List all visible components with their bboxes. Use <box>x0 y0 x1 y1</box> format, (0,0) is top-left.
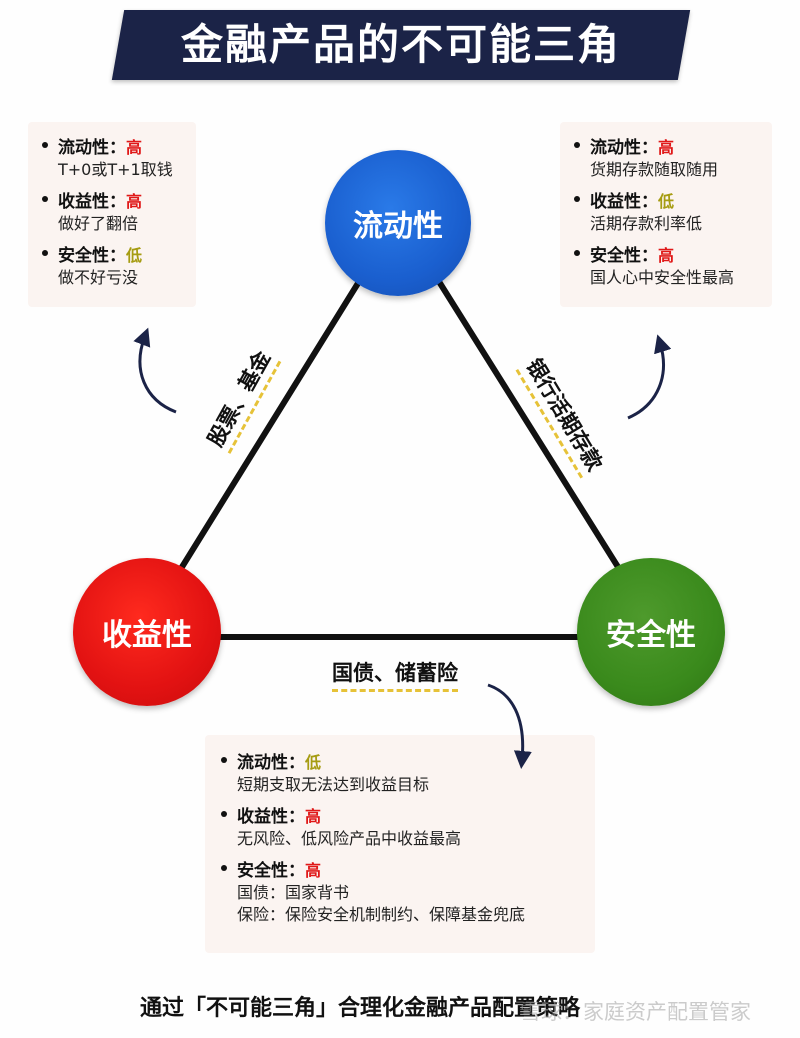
info-item: 安全性：高国人心中安全性最高 <box>572 242 762 289</box>
level-badge: 低 <box>126 246 143 265</box>
info-item: 安全性：低做不好亏没 <box>40 242 186 289</box>
level-badge: 高 <box>305 861 322 880</box>
info-description: 短期支取无法达到收益目标 <box>237 775 430 794</box>
edge-line-right <box>435 277 621 570</box>
info-list: 流动性：高货期存款随取随用收益性：低活期存款利率低安全性：高国人心中安全性最高 <box>572 134 762 289</box>
return-node: 收益性 <box>73 558 221 706</box>
info-description: 国债：国家背书 <box>237 883 350 902</box>
info-description: 国人心中安全性最高 <box>590 268 735 287</box>
info-label: 安全性： <box>590 246 658 266</box>
info-description: 货期存款随取随用 <box>590 160 719 179</box>
watermark: 雪球：家庭资产配置管家 <box>520 1000 751 1024</box>
info-box-bonds-insurance: 流动性：低短期支取无法达到收益目标收益性：高无风险、低风险产品中收益最高安全性：… <box>205 735 595 953</box>
info-item: 流动性：高 T+0或T+1取钱 <box>40 134 186 181</box>
info-description: 做不好亏没 <box>58 268 139 287</box>
info-description: 做好了翻倍 <box>58 214 139 233</box>
info-item: 流动性：高货期存款随取随用 <box>572 134 762 181</box>
edge-label-bonds-insurance: 国债、储蓄险 <box>332 657 458 692</box>
info-label: 收益性： <box>58 192 126 212</box>
safety-node: 安全性 <box>577 558 725 706</box>
info-label: 收益性： <box>237 807 305 827</box>
info-label: 安全性： <box>237 861 305 881</box>
info-item: 安全性：高国债：国家背书保险：保险安全机制制约、保障基金兜底 <box>219 857 585 926</box>
level-badge: 高 <box>305 807 322 826</box>
level-badge: 低 <box>658 192 675 211</box>
level-badge: 高 <box>126 138 143 157</box>
info-list: 流动性：低短期支取无法达到收益目标收益性：高无风险、低风险产品中收益最高安全性：… <box>219 749 585 926</box>
info-box-bank-deposit: 流动性：高货期存款随取随用收益性：低活期存款利率低安全性：高国人心中安全性最高 <box>560 122 772 307</box>
curved-arrow-left-icon <box>133 327 177 414</box>
level-badge: 高 <box>658 138 675 157</box>
info-description: 保险：保险安全机制制约、保障基金兜底 <box>237 905 526 924</box>
level-badge: 高 <box>658 246 675 265</box>
info-label: 安全性： <box>58 246 126 266</box>
level-badge: 高 <box>126 192 143 211</box>
info-label: 流动性： <box>237 753 305 773</box>
page-title: 金融产品的不可能三角 <box>180 20 621 69</box>
info-label: 流动性： <box>58 138 126 158</box>
info-label: 流动性： <box>590 138 658 158</box>
curved-arrow-right-icon <box>627 334 672 420</box>
info-item: 收益性：低活期存款利率低 <box>572 188 762 235</box>
curved-arrow-bottom-icon <box>487 683 532 769</box>
liquidity-node: 流动性 <box>325 150 471 296</box>
info-description: 活期存款利率低 <box>590 214 703 233</box>
info-description: 无风险、低风险产品中收益最高 <box>237 829 462 848</box>
info-label: 收益性： <box>590 192 658 212</box>
info-item: 收益性：高无风险、低风险产品中收益最高 <box>219 803 585 850</box>
level-badge: 低 <box>305 753 322 772</box>
info-description: T+0或T+1取钱 <box>58 160 173 179</box>
info-item: 流动性：低短期支取无法达到收益目标 <box>219 749 585 796</box>
footer-caption: 通过「不可能三角」合理化金融产品配置策略 <box>140 996 581 1021</box>
edge-line-left <box>179 277 363 570</box>
info-item: 收益性：高做好了翻倍 <box>40 188 186 235</box>
